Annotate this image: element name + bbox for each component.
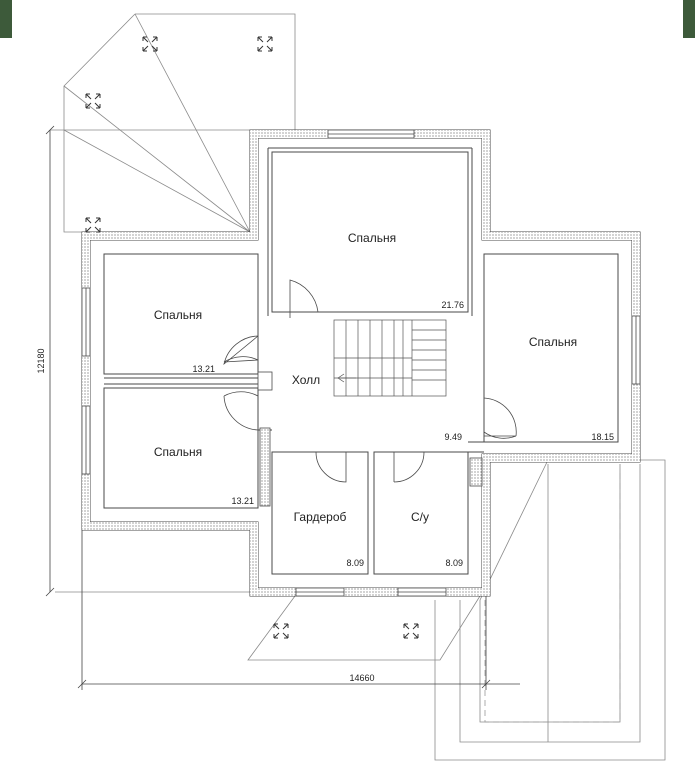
room-name-bedroom-right: Спальня [529, 335, 577, 349]
room-name-wardrobe: Гардероб [294, 510, 347, 524]
room-area-bedroom-right: 18.15 [591, 432, 614, 442]
skylight-icon [403, 623, 419, 639]
room-name-bathroom: С/у [411, 510, 429, 524]
skylight-icon [273, 623, 289, 639]
doors [223, 279, 517, 483]
vent-shafts [257, 371, 483, 507]
dimension-height: 12180 [36, 348, 46, 373]
room-area-hall: 9.49 [444, 432, 462, 442]
roof-projection [50, 13, 666, 761]
interior-walls [103, 147, 619, 575]
corner-photo-right [683, 0, 695, 38]
room-area-bedroom-top: 21.76 [441, 300, 464, 310]
staircase [333, 319, 447, 397]
skylight-icon [85, 93, 101, 109]
dimension-lines [45, 125, 520, 690]
skylight-icon [85, 217, 101, 233]
room-name-bedroom-top: Спальня [348, 231, 396, 245]
dimension-width: 14660 [349, 673, 374, 683]
room-area-bedroom-left2: 13.21 [231, 496, 254, 506]
room-name-bedroom-left1: Спальня [154, 308, 202, 322]
room-name-hall: Холл [292, 373, 320, 387]
room-area-bathroom: 8.09 [445, 558, 463, 568]
room-area-bedroom-left1: 13.21 [192, 364, 215, 374]
room-name-bedroom-left2: Спальня [154, 445, 202, 459]
windows [81, 129, 641, 597]
room-area-wardrobe: 8.09 [346, 558, 364, 568]
skylight-icon [257, 36, 273, 52]
skylight-icon [142, 36, 158, 52]
corner-photo-left [0, 0, 12, 38]
